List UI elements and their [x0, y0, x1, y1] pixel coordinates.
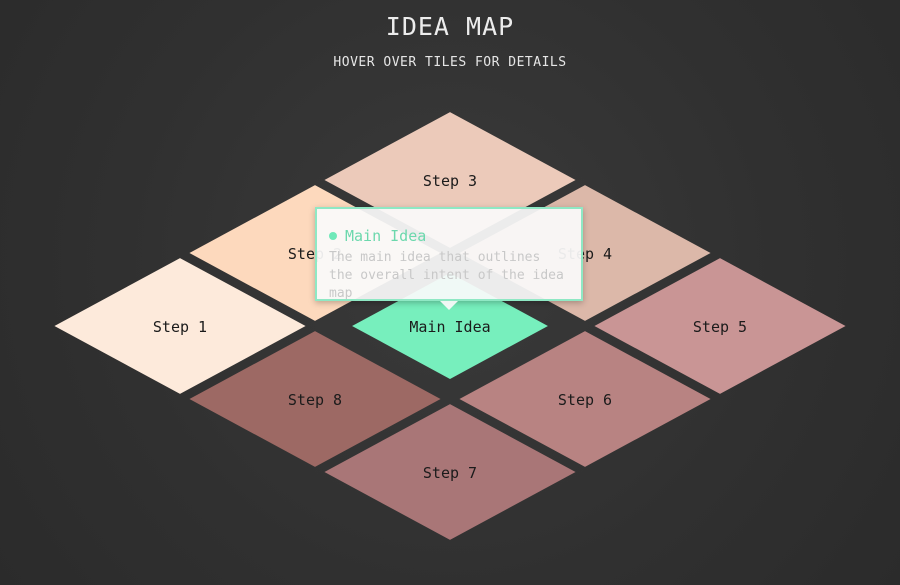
tile-label-step3: Step 3	[423, 172, 477, 190]
tile-step4[interactable]	[459, 185, 711, 321]
tile-main[interactable]	[352, 273, 548, 379]
tooltip-description: The main idea that outlines the overall …	[329, 250, 564, 301]
tile-tooltip: Main Idea The main idea that outlines th…	[315, 207, 583, 301]
tile-label-main: Main Idea	[409, 318, 490, 336]
tile-step1[interactable]	[54, 258, 306, 394]
tooltip-title: Main Idea	[345, 227, 427, 245]
tile-label-step8: Step 8	[288, 391, 342, 409]
page-subtitle: HOVER OVER TILES FOR DETAILS	[333, 55, 567, 70]
tile-label-step1: Step 1	[153, 318, 207, 336]
tooltip-header: Main Idea	[329, 227, 569, 245]
page-title: IDEA MAP	[385, 12, 515, 41]
tile-label-step6: Step 6	[558, 391, 612, 409]
tile-step6[interactable]	[459, 331, 711, 467]
tooltip-bullet-icon	[329, 232, 337, 240]
tile-step7[interactable]	[324, 404, 576, 540]
tile-step5[interactable]	[594, 258, 846, 394]
tile-label-step5: Step 5	[693, 318, 747, 336]
tile-step3[interactable]	[324, 112, 576, 248]
tile-step8[interactable]	[189, 331, 441, 467]
tooltip-pointer	[440, 301, 458, 310]
tile-label-step7: Step 7	[423, 464, 477, 482]
